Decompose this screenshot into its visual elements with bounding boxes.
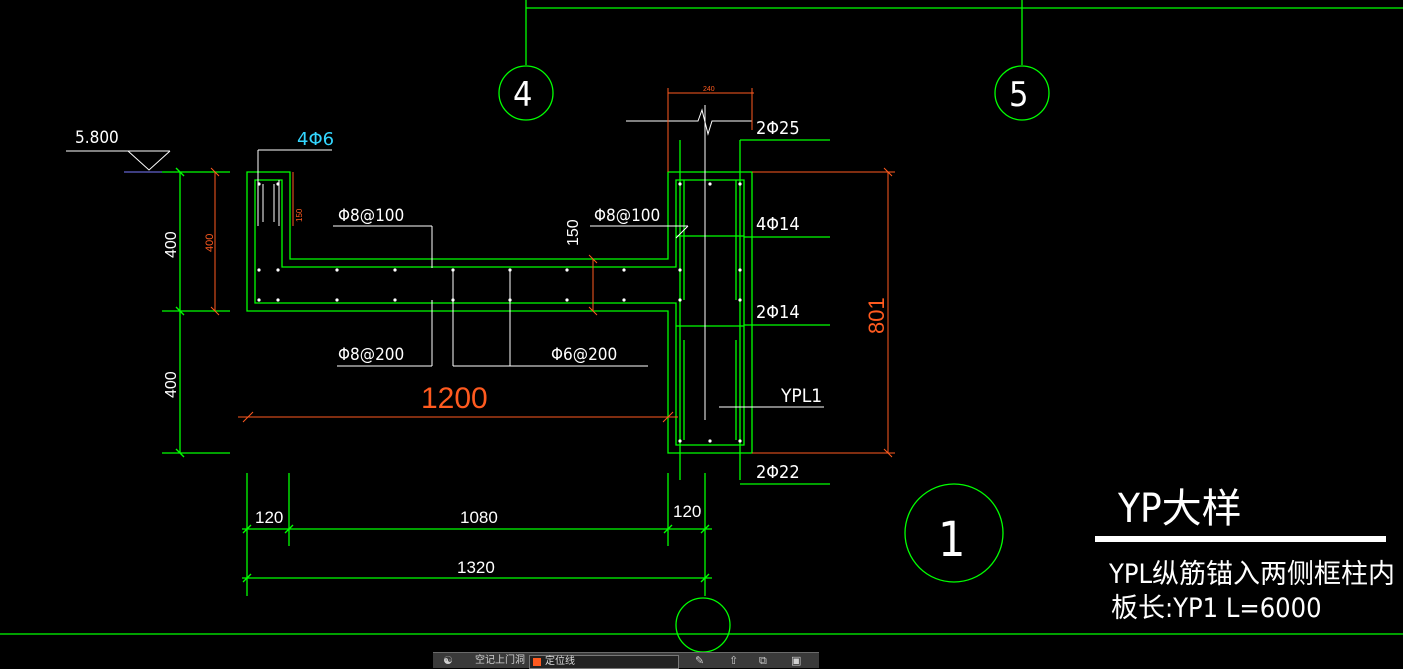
label-beam-side-1: 4Φ14 <box>756 214 800 235</box>
beam-dimensions <box>667 88 895 458</box>
dim-beam-width: 240 <box>703 86 715 93</box>
rebar-dots <box>257 182 742 443</box>
label-beam-name: YPL1 <box>780 385 822 407</box>
label-beam-top: 2Φ25 <box>756 118 800 139</box>
upload-icon[interactable]: ⇧ <box>729 654 739 667</box>
label-slab-left-top: Φ8@100 <box>338 206 404 226</box>
note-line-2: 板长:YP1 L=6000 <box>1111 593 1322 624</box>
dim-slab-thickness: 150 <box>565 219 582 246</box>
dim-120-right: 120 <box>673 502 701 521</box>
label-slab-left-bottom: Φ8@200 <box>338 345 404 365</box>
label-beam-bottom: 2Φ22 <box>756 462 800 483</box>
label-beam-side-2: 2Φ14 <box>756 302 800 323</box>
axis-bubble-bottom <box>675 597 731 653</box>
section-outline <box>246 105 753 480</box>
axis-bubble-5 <box>994 65 1050 121</box>
dim-1080: 1080 <box>460 508 498 527</box>
elevation-marker <box>66 150 224 173</box>
delete-icon[interactable]: ▣ <box>791 654 802 667</box>
detail-title: YP大样 <box>1117 486 1242 532</box>
note-line-1: YPL纵筋锚入两侧框柱内 <box>1108 559 1395 590</box>
axis-label-4: 4 <box>513 75 532 115</box>
bottom-dimensions <box>242 473 712 596</box>
axis-grid <box>0 0 1403 653</box>
elevation-label: 5.800 <box>75 128 119 148</box>
leader-lines <box>257 139 830 485</box>
layer-color-swatch <box>533 658 541 666</box>
overhang-dimension <box>238 411 678 423</box>
layer-toolbar: ☯ 空记上门洞 定位线 ✎ ⇧ ⧉ ▣ <box>433 652 819 669</box>
axis-bubble-4 <box>498 65 554 121</box>
layer-manager-icon[interactable]: ☯ <box>443 654 453 667</box>
copy-icon[interactable]: ⧉ <box>759 654 767 667</box>
layer-name: 定位线 <box>545 656 575 667</box>
dim-upright-small: 150 <box>295 208 304 222</box>
axis-label-5: 5 <box>1009 75 1028 115</box>
detail-number: 1 <box>938 512 965 568</box>
dim-overhang: 1200 <box>421 382 488 415</box>
label-slab-right-bottom: Φ6@200 <box>551 345 617 365</box>
dim-beam-height: 801 <box>864 297 889 334</box>
filter-label: 空记上门洞 <box>475 655 525 666</box>
left-dimensions <box>162 167 598 458</box>
dim-total: 1320 <box>457 558 495 577</box>
edit-icon[interactable]: ✎ <box>695 654 705 667</box>
dim-left-lower: 400 <box>163 371 180 398</box>
title-underline <box>1095 536 1386 542</box>
detail-bubble <box>904 483 1004 583</box>
dim-left-upper: 400 <box>163 231 180 258</box>
label-top-bar: 4Φ6 <box>297 129 334 150</box>
dim-120-left: 120 <box>255 508 283 527</box>
label-slab-right-top: Φ8@100 <box>594 206 660 226</box>
dim-upright-height: 400 <box>204 234 216 252</box>
